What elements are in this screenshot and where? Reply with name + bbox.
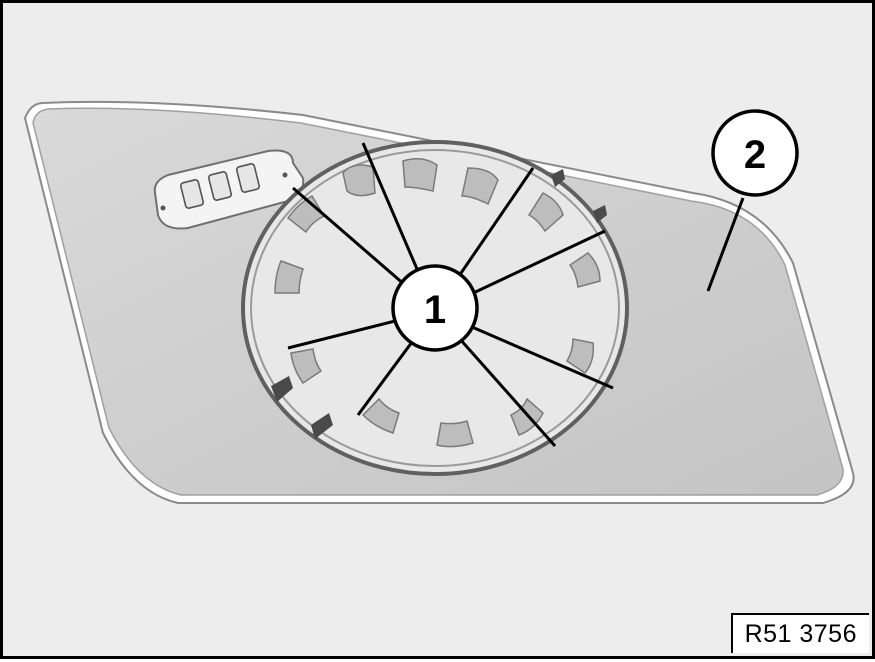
mirror-glass-illustration: 1 2 <box>23 100 855 504</box>
callout-2-label: 2 <box>744 133 766 177</box>
figure-reference-code: R51 3756 <box>730 613 869 653</box>
callout-2: 2 <box>711 109 799 197</box>
callout-1-label: 1 <box>424 288 446 332</box>
callout-2-leader-line <box>706 197 745 292</box>
heating-element-connector <box>153 149 305 230</box>
callout-1: 1 <box>391 264 479 352</box>
